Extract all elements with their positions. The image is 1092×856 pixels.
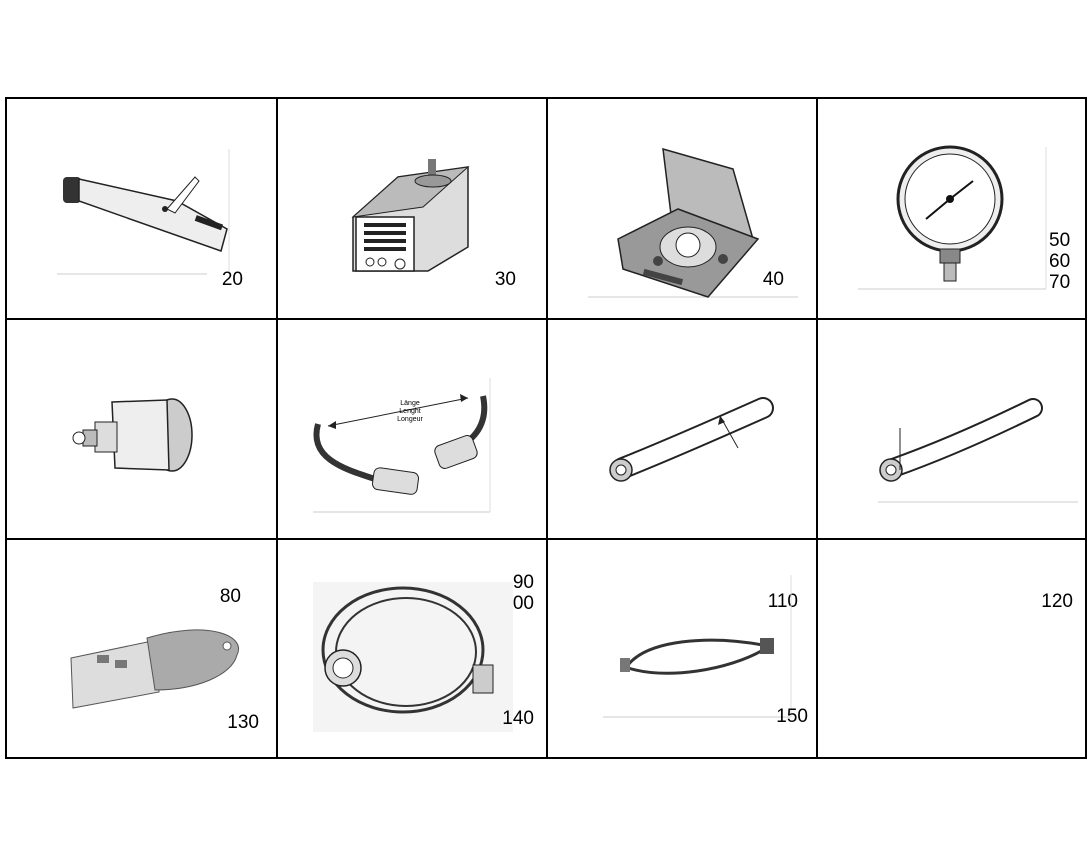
item-number: 60 <box>1049 251 1071 272</box>
item-number: 80 <box>219 586 241 607</box>
usb-dongle-illustration <box>70 629 239 709</box>
cell-usb-dongle: 130 <box>7 540 278 759</box>
cell-network-cable: 150 <box>548 540 818 759</box>
item-number: 20 <box>221 269 243 290</box>
item-number: 120 <box>1041 591 1073 612</box>
cell-vacuum-pump: 30 <box>278 99 548 320</box>
item-number: 90 <box>512 572 534 593</box>
item-number-stack: 50 60 70 <box>1049 230 1085 293</box>
cell-diagnostic-cable: 140 <box>278 540 548 759</box>
item-number: 50 <box>1049 230 1071 251</box>
item-number: 40 <box>762 269 784 290</box>
cell-pressure-gauge: 50 60 70 <box>818 99 1087 320</box>
parts-table: 20 30 40 <box>5 97 1087 759</box>
item-number: 70 <box>1049 272 1071 293</box>
annotation-line: Länge <box>400 400 420 407</box>
cell-refractometer: 20 <box>7 99 278 320</box>
refractometer-illustration <box>57 149 230 275</box>
cell-empty <box>818 540 1087 759</box>
item-number: 130 <box>227 712 259 733</box>
hose-straight-illustration <box>609 397 774 482</box>
cell-charging-hose: Länge Lenght Longeur 90 100 <box>278 320 548 614</box>
cell-hose-angled: 120 <box>818 320 1087 612</box>
item-number: 150 <box>776 706 808 727</box>
item-number: 140 <box>502 708 534 729</box>
annotation-line: Longeur <box>397 416 423 423</box>
cell-adapter-fitting: 80 <box>7 320 278 607</box>
annotation-line: Lenght <box>399 408 421 415</box>
charging-hose-illustration <box>313 378 491 513</box>
hose-angled-illustration <box>878 398 1078 503</box>
vacuum-pump-illustration <box>351 159 470 272</box>
diagnostic-cable-illustration <box>313 582 513 732</box>
adapter-fitting-illustration <box>72 398 193 472</box>
leak-test-kit-illustration <box>588 147 798 298</box>
network-cable-illustration <box>603 575 792 718</box>
item-number: 110 <box>767 591 798 612</box>
pressure-gauge-illustration <box>858 145 1047 290</box>
length-annotation: Länge Lenght Longeur <box>385 400 435 424</box>
cell-hose-straight: 110 <box>548 320 818 612</box>
cell-leak-test-kit: 40 <box>548 99 818 320</box>
item-number: 30 <box>494 269 516 290</box>
